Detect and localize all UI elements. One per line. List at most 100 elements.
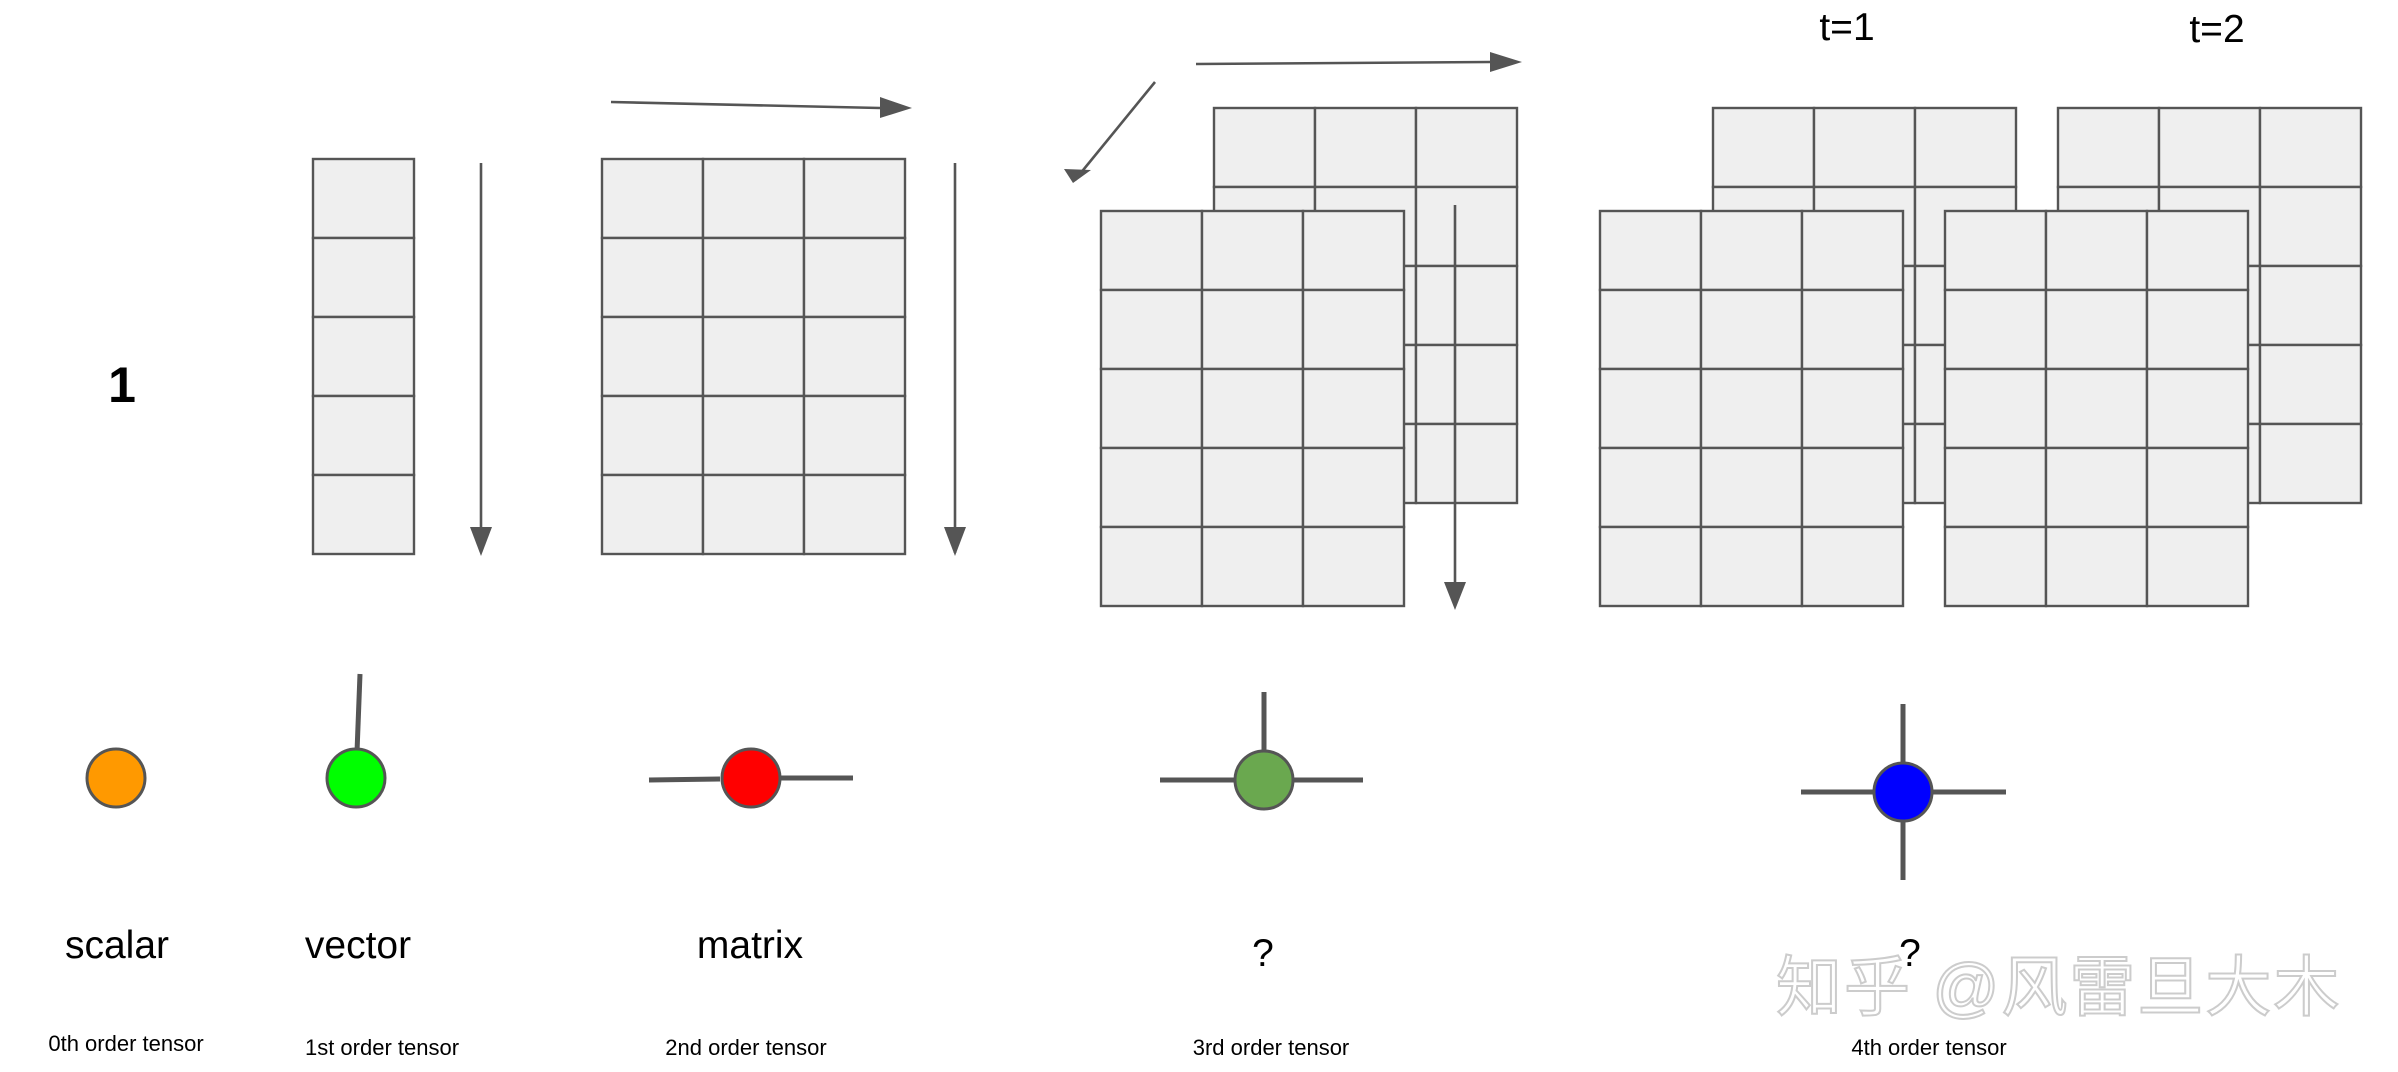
grid-cell <box>1800 209 1905 292</box>
grid-cell <box>701 157 806 240</box>
vector-node-leg <box>354 673 363 753</box>
tensor3-front-grid <box>1099 209 1406 608</box>
grid-cell <box>311 394 416 477</box>
grid-cell <box>1301 446 1406 529</box>
grid-cell <box>1200 288 1305 371</box>
grid-cell <box>2044 446 2149 529</box>
grid-cell <box>1200 209 1305 292</box>
grid-cell <box>311 315 416 398</box>
tensor4-order: 4th order tensor <box>1851 1035 2006 1060</box>
vector-grid <box>311 157 416 556</box>
grid-cell <box>1099 446 1204 529</box>
tensor3-order: 3rd order tensor <box>1193 1035 1350 1060</box>
matrix-row-arrow <box>610 97 912 118</box>
grid-cell <box>1800 446 1905 529</box>
grid-cell <box>1711 106 1816 189</box>
grid-cell <box>600 157 705 240</box>
grid-cell <box>1301 209 1406 292</box>
grid-cell <box>600 315 705 398</box>
tensor3-node <box>1233 749 1295 811</box>
tensor4-label: ? <box>1899 932 1921 975</box>
grid-cell <box>1699 525 1804 608</box>
grid-cell <box>1200 367 1305 450</box>
grid-cell <box>1212 106 1317 189</box>
grid-cell <box>311 473 416 556</box>
grid-cell <box>2044 367 2149 450</box>
grid-cell <box>1301 288 1406 371</box>
grid-cell <box>1598 446 1703 529</box>
grid-cell <box>1913 106 2018 189</box>
scalar-value: 1 <box>108 357 136 413</box>
grid-cell <box>701 473 806 556</box>
matrix-node <box>720 747 782 809</box>
grid-cell <box>1943 446 2048 529</box>
grid-cell <box>1099 209 1204 292</box>
grid-cell <box>1943 525 2048 608</box>
grid-cell <box>701 315 806 398</box>
matrix-node-leg-left <box>648 776 721 783</box>
watermark: 知乎 @风雷旦大木 <box>1776 950 2341 1024</box>
grid-cell <box>1598 367 1703 450</box>
grid-cell <box>1099 288 1204 371</box>
scalar-order: 0th order tensor <box>48 1031 203 1056</box>
grid-cell <box>1699 446 1804 529</box>
matrix-order: 2nd order tensor <box>665 1035 826 1060</box>
vector-label: vector <box>305 924 411 967</box>
grid-cell <box>1800 288 1905 371</box>
grid-cell <box>311 236 416 319</box>
scalar-node <box>85 747 147 809</box>
grid-cell <box>1699 367 1804 450</box>
tensor3-column-arrow <box>1444 205 1466 610</box>
grid-cell <box>600 394 705 477</box>
grid-cell <box>2145 525 2250 608</box>
vector-order: 1st order tensor <box>305 1035 459 1060</box>
grid-cell <box>1200 525 1305 608</box>
grid-cell <box>802 315 907 398</box>
grid-cell <box>2258 106 2363 189</box>
grid-cell <box>2044 209 2149 292</box>
grid-cell <box>701 394 806 477</box>
grid-cell <box>1943 209 2048 292</box>
grid-cell <box>1301 525 1406 608</box>
tensor4-t1-front-grid <box>1598 209 1905 608</box>
grid-cell <box>2056 106 2161 189</box>
grid-cell <box>1099 367 1204 450</box>
grid-cell <box>1598 209 1703 292</box>
grid-cell <box>1301 367 1406 450</box>
grid-cell <box>1812 106 1917 189</box>
grid-cell <box>1598 288 1703 371</box>
grid-cell <box>2145 288 2250 371</box>
grid-cell <box>600 473 705 556</box>
grid-cell <box>2258 264 2363 347</box>
grid-cell <box>1800 367 1905 450</box>
vector-node <box>325 747 387 809</box>
grid-cell <box>701 236 806 319</box>
tensor3-row-arrow <box>1195 52 1522 72</box>
grid-cell <box>2044 288 2149 371</box>
tensor3-depth-arrow <box>1064 81 1157 183</box>
time-label-t1: t=1 <box>1819 6 1874 49</box>
time-label-t2: t=2 <box>2189 8 2244 51</box>
tensor3-label: ? <box>1252 932 1274 975</box>
matrix-column-arrow <box>944 163 966 556</box>
grid-cell <box>1800 525 1905 608</box>
grid-cell <box>1699 288 1804 371</box>
grid-cell <box>1598 525 1703 608</box>
grid-cell <box>2145 446 2250 529</box>
grid-cell <box>1414 106 1519 189</box>
grid-cell <box>600 236 705 319</box>
grid-cell <box>2044 525 2149 608</box>
grid-cell <box>1200 446 1305 529</box>
matrix-label: matrix <box>697 924 804 967</box>
vector-arrow <box>470 163 492 556</box>
grid-cell <box>802 394 907 477</box>
grid-cell <box>311 157 416 240</box>
grid-cell <box>1699 209 1804 292</box>
grid-cell <box>1099 525 1204 608</box>
grid-cell <box>1414 185 1519 268</box>
grid-cell <box>2258 185 2363 268</box>
grid-cell <box>1943 367 2048 450</box>
grid-cell <box>1313 106 1418 189</box>
grid-cell <box>2145 367 2250 450</box>
